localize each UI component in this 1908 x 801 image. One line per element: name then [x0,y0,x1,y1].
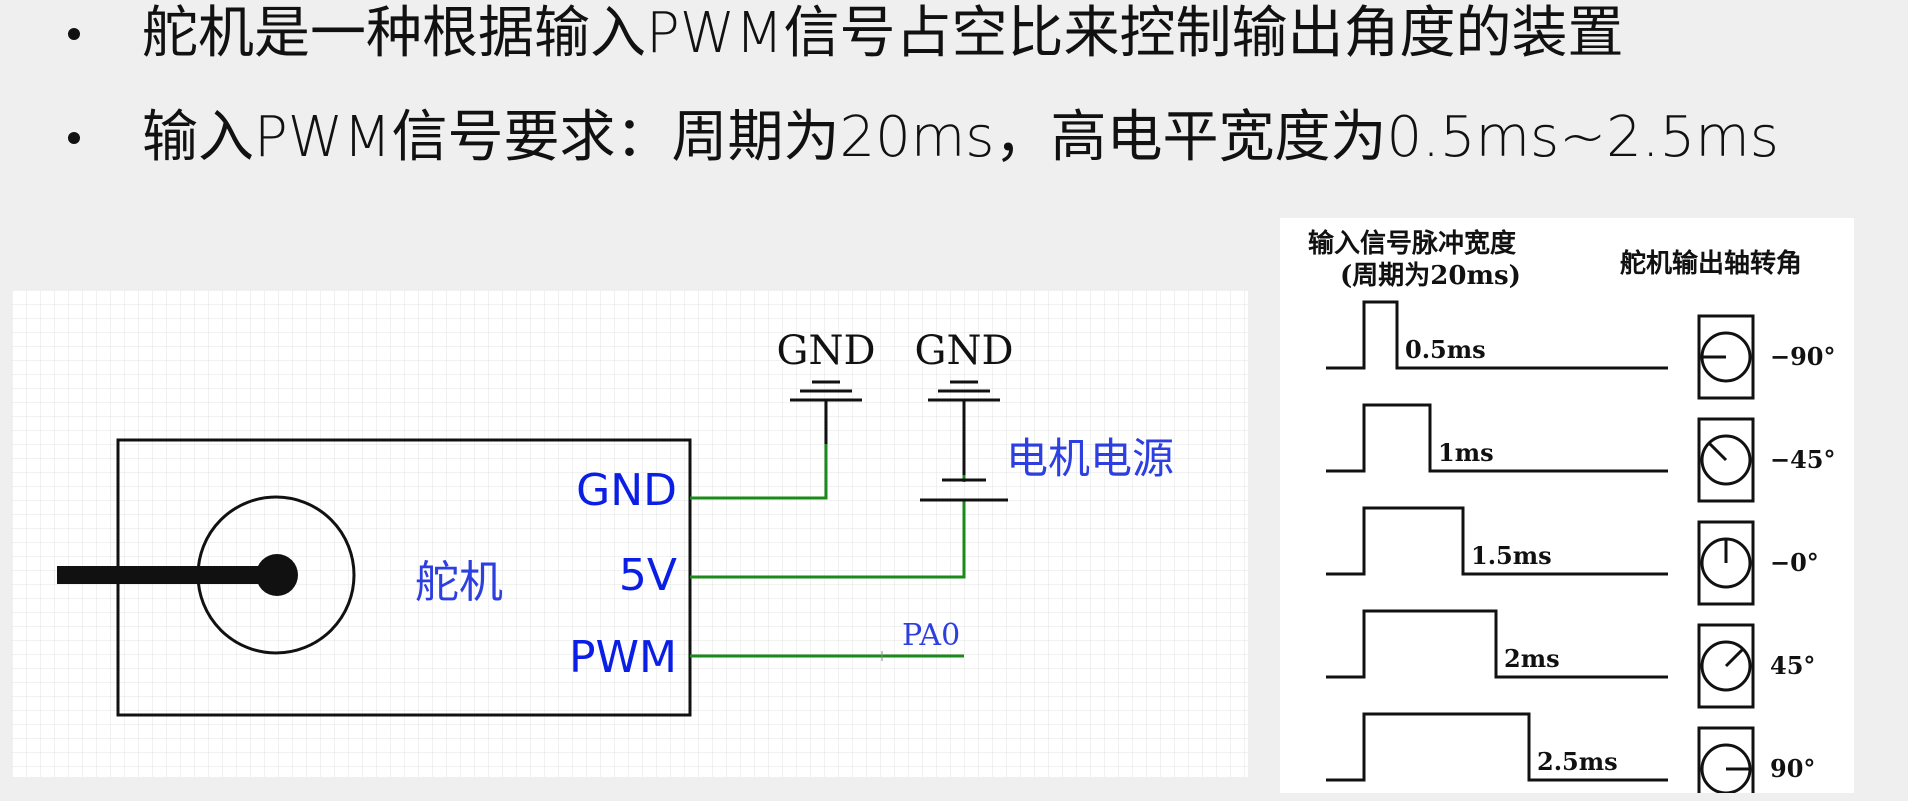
pulse-width-label-4: 2ms [1504,644,1560,673]
pulse-waveform-2 [1326,403,1668,473]
pulse-width-label-3: 1.5ms [1471,541,1552,570]
dial-needle-2 [1707,441,1728,462]
dial-frame-icon [1697,623,1755,709]
bullet-text-2: 输入PWM信号要求：周期为20ms，高电平宽度为0.5ms~2.5ms [142,105,1779,170]
pulse-width-label-5: 2.5ms [1537,747,1618,776]
angle-label-3: −0° [1770,548,1819,577]
dial-frame-icon [1697,314,1755,400]
pin-label-5v: 5V [619,550,677,601]
pulse-waveform-4 [1326,609,1668,679]
ground-label-2: GND [914,328,1013,374]
dial-circle-icon [1700,434,1752,486]
dial-frame-icon [1697,417,1755,503]
ground-symbol-icon [790,380,862,444]
pin-label-gnd: GND [576,465,677,516]
dial-frame-icon [1697,520,1755,606]
wire-5v [690,500,966,579]
pin-label-pwm: PWM [569,632,677,683]
pulse-waveform-1 [1326,300,1668,370]
dial-needle-4 [1724,647,1745,668]
pulse-waveform-3 [1326,506,1668,576]
pulse-width-label-2: 1ms [1438,438,1494,467]
angle-label-5: 90° [1770,754,1815,783]
left-header-line1: 输入信号脉冲宽度 [1308,228,1516,259]
dial-frame-icon [1697,726,1755,793]
net-label-pa0: PA0 [902,618,960,653]
bullet-dot-icon [68,28,80,40]
pulse-width-angle-figure: 输入信号脉冲宽度 (周期为20ms) 舵机输出轴转角 0.5ms −90° 1ms −… [1280,218,1854,793]
servo-label: 舵机 [415,557,503,608]
angle-label-4: 45° [1770,651,1815,680]
power-source-label: 电机电源 [1006,434,1174,483]
angle-label-2: −45° [1770,445,1836,474]
servo-wiring-schematic: 舵机 GND 5V PWM GND GND 电机电源 PA0 [12,290,1248,777]
pulse-waveform-5 [1326,712,1668,782]
angle-label-1: −90° [1770,342,1836,371]
dial-circle-icon [1700,640,1752,692]
battery-symbol-icon [920,444,1008,502]
bullet-text-1: 舵机是一种根据输入PWM信号占空比来控制输出角度的装置 [142,1,1624,66]
bullet-dot-icon [68,132,80,144]
left-header-line2: (周期为20ms) [1340,261,1521,291]
timing-rows: 0.5ms −90° 1ms −45° 1.5ms −0° 2ms 45° 2.5ms 90° [1326,300,1836,793]
wire-gnd [690,444,828,500]
servo-shaft-dot [256,554,298,596]
servo-shaft-arm [57,566,279,584]
pulse-width-label-1: 0.5ms [1405,335,1486,364]
right-header: 舵机输出轴转角 [1620,248,1802,279]
ground-label-1: GND [776,328,875,374]
ground-symbol-icon [928,380,1000,444]
